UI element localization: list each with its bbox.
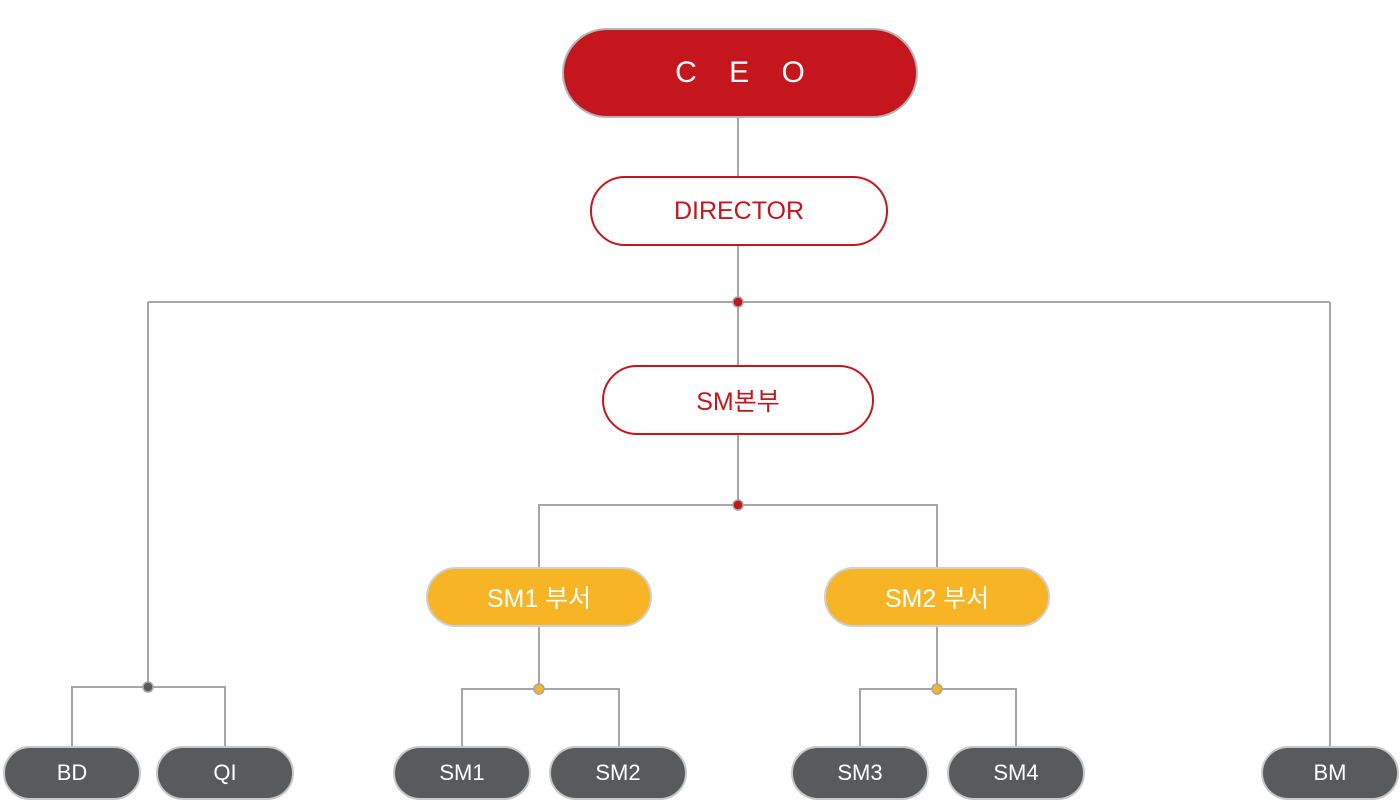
connector-dept1-teams	[461, 688, 620, 746]
node-team-sm4: SM4	[947, 746, 1085, 800]
node-team-sm4-label: SM4	[993, 760, 1039, 785]
node-ceo: C E O	[562, 28, 918, 118]
node-team-sm1-label: SM1	[439, 760, 485, 785]
node-team-sm1: SM1	[393, 746, 531, 800]
node-sm2-department: SM2 부서	[824, 567, 1050, 627]
node-qi: QI	[156, 746, 294, 800]
junction-dot-dept2	[931, 683, 943, 695]
node-sm1-department-label: SM1 부서	[486, 585, 592, 613]
node-sm1-department: SM1 부서	[426, 567, 652, 627]
node-ceo-label: C E O	[675, 56, 817, 89]
node-director-label: DIRECTOR	[673, 196, 805, 225]
connector-dept2-teams	[859, 688, 1017, 746]
node-sm-headquarters: SM본부	[602, 365, 874, 435]
node-team-sm3-label: SM3	[837, 760, 883, 785]
node-bm: BM	[1261, 746, 1399, 800]
junction-dot-main	[732, 296, 744, 308]
node-team-sm2-label: SM2	[595, 760, 641, 785]
connector-departments-branch	[538, 504, 938, 567]
node-director: DIRECTOR	[590, 176, 888, 246]
junction-dot-dept1	[533, 683, 545, 695]
node-sm2-department-label: SM2 부서	[884, 585, 990, 613]
node-qi-label: QI	[213, 760, 237, 785]
node-bd-label: BD	[56, 760, 88, 785]
junction-dot-bd-qi	[142, 681, 154, 693]
connector-bd-qi-branch	[71, 686, 226, 746]
node-team-sm2: SM2	[549, 746, 687, 800]
node-team-sm3: SM3	[791, 746, 929, 800]
node-sm-headquarters-label: SM본부	[696, 388, 780, 416]
node-bd: BD	[3, 746, 141, 800]
node-bm-label: BM	[1313, 760, 1347, 785]
junction-dot-departments	[732, 499, 744, 511]
